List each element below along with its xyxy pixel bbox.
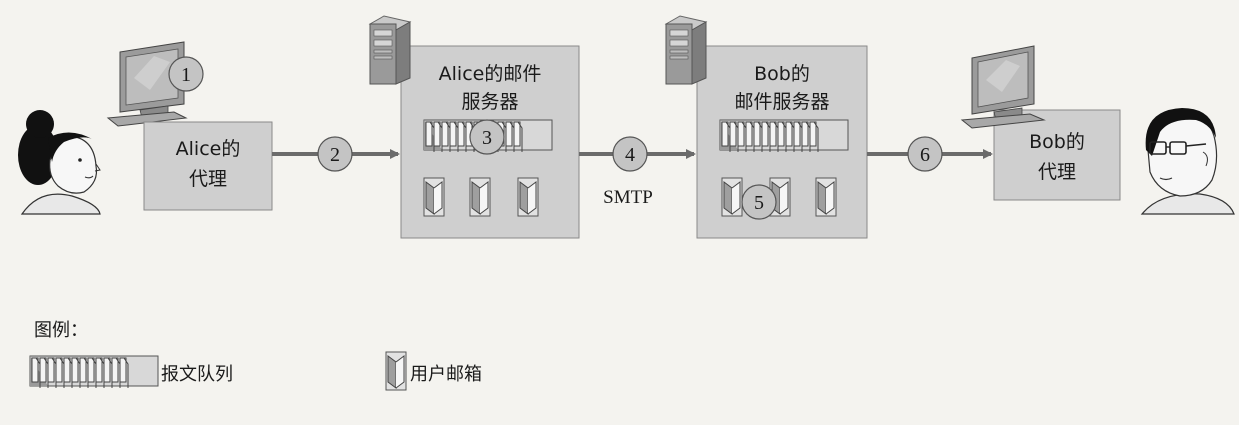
alice-server-label-line2: 服务器 bbox=[461, 91, 518, 113]
bob-server-label-line2: 邮件服务器 bbox=[734, 91, 829, 113]
svg-text:5: 5 bbox=[754, 192, 764, 214]
svg-text:2: 2 bbox=[330, 144, 340, 166]
alice-agent-label-line1: Alice的 bbox=[176, 138, 241, 160]
bob-server-icon bbox=[665, 15, 707, 85]
alice-agent-box bbox=[143, 121, 273, 211]
alice-computer-icon bbox=[106, 41, 188, 127]
svg-text:1: 1 bbox=[181, 64, 191, 86]
legend-title: 图例： bbox=[34, 320, 88, 341]
alice-mailbox-1 bbox=[423, 177, 445, 217]
step-circle-5: 5 bbox=[741, 184, 777, 220]
legend-message-queue-label: 报文队列 bbox=[161, 364, 233, 385]
protocol-label: SMTP bbox=[603, 187, 653, 208]
step-circle-1: 1 bbox=[168, 56, 204, 92]
alice-mailbox-2 bbox=[469, 177, 491, 217]
legend-mailbox-label: 用户邮箱 bbox=[410, 364, 482, 385]
alice-mailbox-3 bbox=[517, 177, 539, 217]
step-circle-6: 6 bbox=[907, 136, 943, 172]
svg-text:3: 3 bbox=[482, 127, 492, 149]
svg-text:6: 6 bbox=[920, 144, 930, 166]
bob-person-icon bbox=[1140, 108, 1235, 215]
alice-person-icon bbox=[18, 110, 101, 215]
svg-text:4: 4 bbox=[625, 144, 635, 166]
bob-mailbox-1 bbox=[721, 177, 743, 217]
legend-message-queue-icon bbox=[29, 355, 159, 389]
bob-mailbox-3 bbox=[815, 177, 837, 217]
legend-mailbox-icon bbox=[385, 351, 407, 391]
bob-message-queue bbox=[719, 119, 849, 153]
bob-computer-icon bbox=[960, 45, 1046, 129]
alice-agent-label-line2: 代理 bbox=[189, 168, 227, 190]
step-circle-4: 4 bbox=[612, 136, 648, 172]
step-circle-2: 2 bbox=[317, 136, 353, 172]
bob-agent-box bbox=[993, 109, 1121, 201]
step-circle-3: 3 bbox=[469, 119, 505, 155]
bob-agent-label-line1: Bob的 bbox=[1029, 131, 1085, 153]
bob-server-label-line1: Bob的 bbox=[754, 63, 810, 85]
alice-server-icon bbox=[369, 15, 411, 85]
bob-agent-label-line2: 代理 bbox=[1038, 161, 1076, 183]
alice-server-label-line1: Alice的邮件 bbox=[439, 63, 542, 85]
